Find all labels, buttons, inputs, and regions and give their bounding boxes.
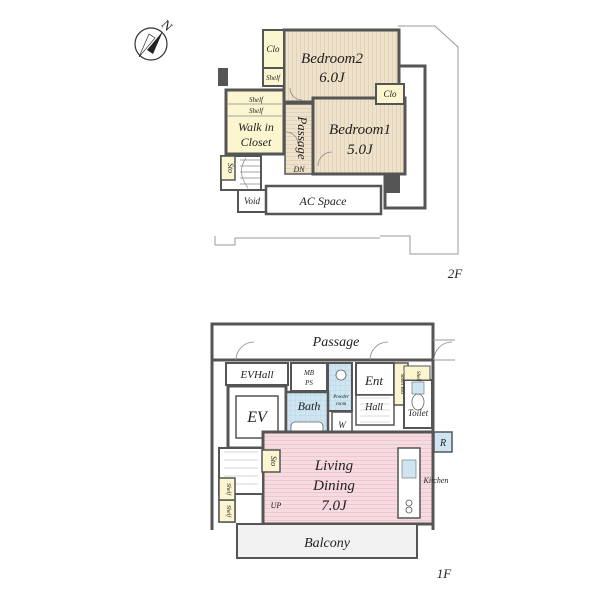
shelf-label-b: Shelf (249, 96, 264, 104)
shelf-label-a: Shelf (266, 74, 281, 82)
powder-room-line1: Powder (332, 395, 349, 400)
walk-in-closet-room (224, 88, 286, 156)
closet-label-a: Clo (266, 44, 280, 54)
bedroom2-name: Bedroom2 (301, 51, 363, 67)
storage-2f-label: Sto (226, 163, 235, 173)
passage-2f-label: Passage (295, 115, 310, 160)
living-line1: Living (314, 458, 354, 474)
shoes-box-label: Shoes Box (399, 374, 404, 395)
ev-label: EV (246, 409, 269, 426)
walk-in-closet-line2: Closet (241, 135, 272, 149)
passage-1f-label: Passage (312, 335, 360, 350)
shelf-label-c: Shelf (249, 107, 264, 115)
bedroom1-room (311, 96, 407, 176)
floor-1f-label: 1F (437, 566, 453, 581)
kitchen-label: Kitchen (423, 476, 449, 485)
floor-2f-label: 2F (448, 266, 464, 281)
washer-label: W (338, 420, 347, 430)
walk-in-closet-line1: Walk in (238, 120, 274, 134)
entrance-label: Ent (364, 373, 383, 388)
dining-line2: Dining (312, 478, 355, 494)
hall-label: Hall (364, 402, 383, 413)
refrigerator-label: R (439, 438, 446, 449)
toilet-shelf-label: Shelf (415, 371, 420, 382)
balcony-area (236, 523, 418, 559)
down-label: DN (292, 165, 305, 174)
shelf-1f-label-b: Shelf (225, 505, 232, 518)
bedroom1-name: Bedroom1 (329, 122, 391, 138)
balcony-label: Balcony (304, 536, 351, 551)
storage-1f-label: Sto (269, 456, 278, 466)
mb-label: MB (303, 369, 315, 377)
ps-label: PS (304, 379, 313, 387)
floor-1f: Passage EVHall EV MB PS Powder room Bath… (210, 322, 455, 581)
shelf-1f-label-a: Shelf (225, 483, 232, 496)
ac-space-label: AC Space (299, 194, 348, 208)
passage-2f (284, 103, 314, 175)
bath-label: Bath (298, 399, 321, 413)
powder-room-line2: room (336, 402, 347, 407)
compass: N (134, 17, 176, 61)
closet-label-b: Clo (383, 89, 397, 99)
ev-hall-label: EVHall (240, 369, 274, 381)
up-label: UP (271, 501, 282, 510)
void-label: Void (244, 196, 261, 206)
floor-2f: Clo Shelf Bedroom2 6.0J Clo Shelf Shelf … (214, 25, 464, 281)
bedroom2-size: 6.0J (319, 70, 346, 86)
ac-space (264, 184, 383, 216)
living-dining-size: 7.0J (321, 498, 348, 514)
bedroom1-size: 5.0J (347, 142, 374, 158)
toilet-label: Toilet (408, 408, 429, 418)
